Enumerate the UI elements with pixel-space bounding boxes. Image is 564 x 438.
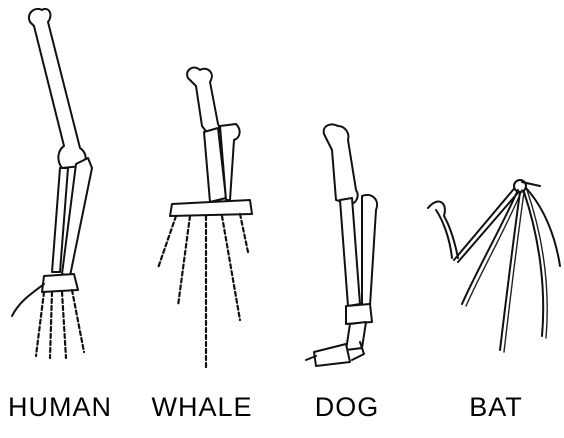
dog-toes [314,344,350,366]
bat-digit-2-edge [466,190,522,306]
label-dog: DOG [315,392,380,423]
label-whale: WHALE [151,392,252,423]
dog-ulna [362,195,377,306]
bat-humerus [428,202,458,258]
human-humerus [29,9,86,168]
whale-digit-2 [178,216,190,306]
bat-digit-3-edge [504,192,524,352]
human-finger-4 [72,290,84,352]
whale-digit-1 [158,216,176,268]
label-bat: BAT [469,392,523,423]
bat-forearm [454,184,518,260]
human-finger-1 [36,292,44,356]
whale-digit-5 [240,214,248,252]
human-thumb [12,284,44,316]
bat-wing-bones [428,180,560,352]
label-human: HUMAN [8,392,112,423]
human-arm-bones [12,9,92,358]
dog-radius [340,198,360,306]
whale-digit-4 [222,216,240,320]
whale-flipper-bones [158,68,252,370]
dog-metacarpals [346,322,366,350]
dog-carpals [346,304,372,324]
dog-humerus [324,124,358,204]
whale-humerus [187,68,219,135]
dog-leg-bones [306,124,377,366]
human-finger-3 [62,292,66,358]
human-finger-2 [50,292,52,358]
